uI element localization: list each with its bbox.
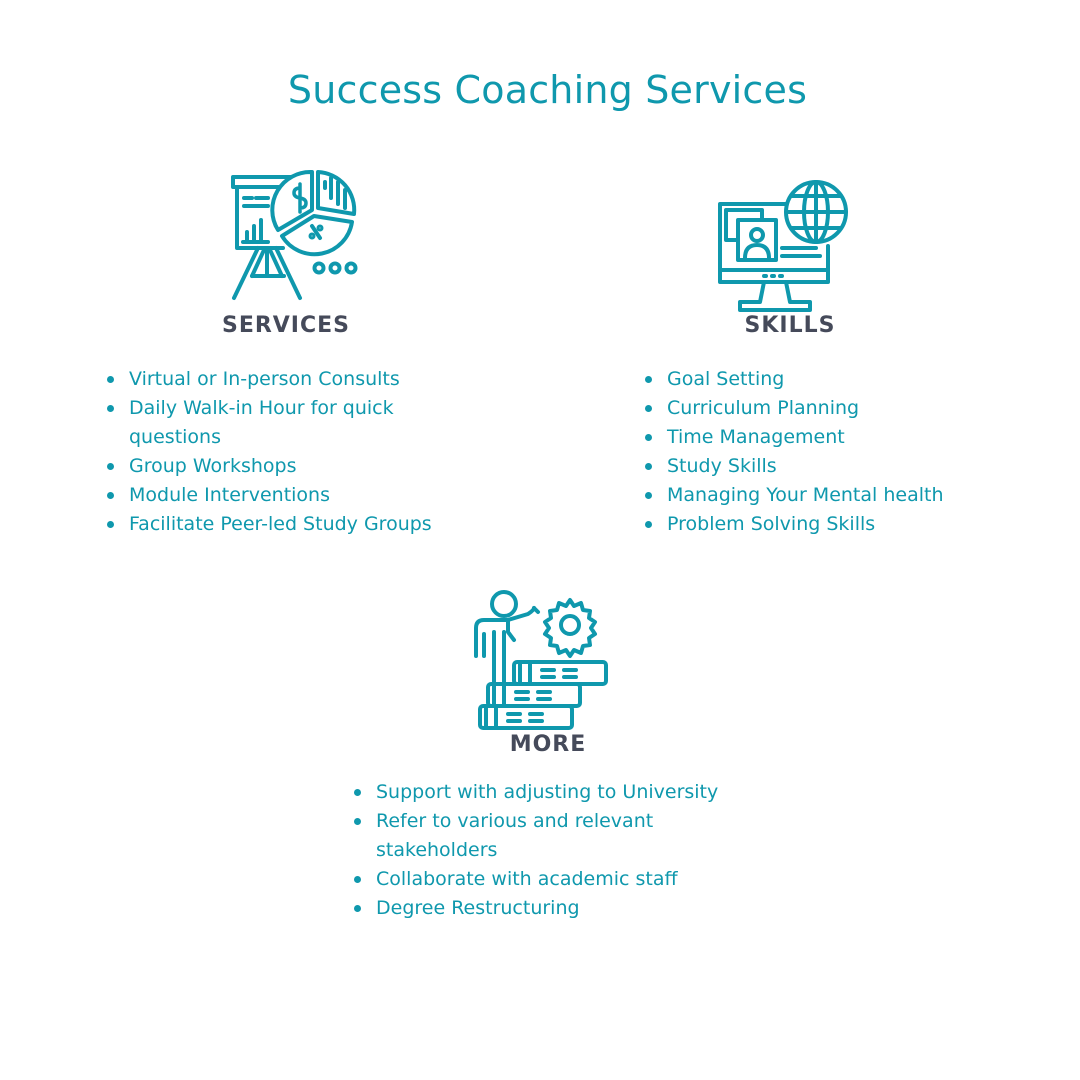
list-item: Problem Solving Skills: [645, 510, 1045, 539]
list-item: Support with adjusting to University: [354, 778, 734, 807]
list-item: Module Interventions: [107, 481, 447, 510]
person-books-gear-icon: [470, 588, 610, 732]
list-item: Goal Setting: [645, 365, 1045, 394]
more-heading: MORE: [509, 732, 587, 757]
list-item: Study Skills: [645, 452, 1045, 481]
more-list: Support with adjusting to University Ref…: [354, 778, 734, 923]
list-item: Facilitate Peer-led Study Groups: [107, 510, 447, 539]
list-item: Degree Restructuring: [354, 894, 734, 923]
skills-heading: SKILLS: [744, 313, 836, 338]
list-item: Refer to various and relevant stakeholde…: [354, 807, 734, 865]
list-item: Collaborate with academic staff: [354, 865, 734, 894]
presentation-chart-icon: [228, 168, 364, 304]
list-item: Virtual or In-person Consults: [107, 365, 447, 394]
list-item: Daily Walk-in Hour for quick questions: [107, 394, 447, 452]
services-heading: SERVICES: [221, 313, 351, 338]
list-item: Group Workshops: [107, 452, 447, 481]
skills-list: Goal Setting Curriculum Planning Time Ma…: [645, 365, 1045, 539]
page-title: Success Coaching Services: [287, 68, 808, 112]
list-item: Curriculum Planning: [645, 394, 1045, 423]
list-item: Managing Your Mental health: [645, 481, 1045, 510]
computer-globe-icon: [716, 180, 852, 314]
list-item: Time Management: [645, 423, 1045, 452]
services-list: Virtual or In-person Consults Daily Walk…: [107, 365, 447, 539]
